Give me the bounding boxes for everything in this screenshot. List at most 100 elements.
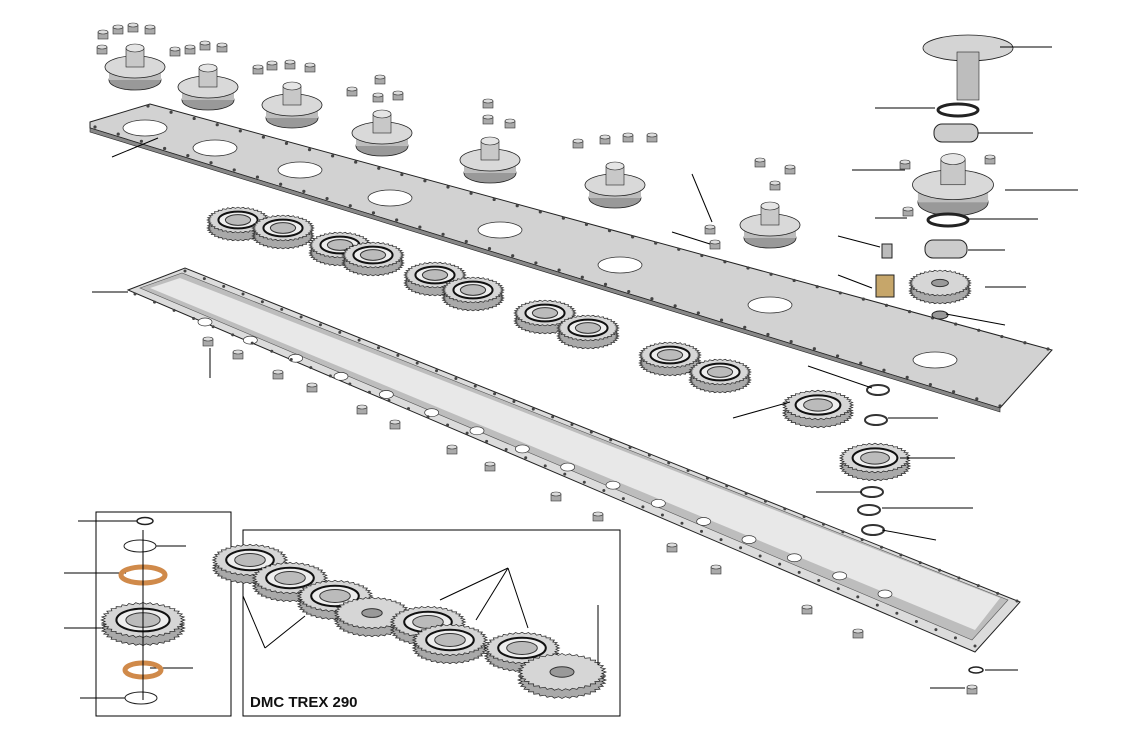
trough-bolt-hole [415, 361, 419, 365]
nut [232, 349, 244, 360]
plate-bolt-hole [469, 191, 473, 195]
plate-bolt-hole [859, 361, 863, 365]
leader-line [881, 529, 937, 541]
nut-top [306, 382, 318, 388]
nut [852, 628, 864, 639]
nut [202, 336, 214, 347]
plate-bolt-hole [723, 260, 727, 264]
trough-hole [650, 498, 666, 508]
nut-top [709, 239, 721, 245]
leader-line [111, 137, 159, 158]
nut [801, 604, 813, 615]
nut-top [112, 24, 124, 30]
plate-bolt-hole [395, 218, 399, 222]
plate-bolt-hole [93, 125, 97, 129]
nut-top [374, 74, 386, 80]
trough-bolt-hole [270, 349, 274, 353]
plate-bolt-hole [487, 247, 492, 251]
hub-assembly [739, 201, 801, 249]
plate-bolt-hole [423, 179, 427, 183]
plate-bolt-hole [302, 189, 306, 193]
leader-line [837, 235, 881, 248]
nut [284, 59, 296, 70]
bearing [933, 123, 979, 143]
nut-top [482, 114, 494, 120]
nut [704, 224, 716, 235]
nut [482, 98, 494, 109]
plate-bolt-hole [354, 160, 358, 164]
trough-bolt-hole [435, 369, 439, 373]
gear [403, 261, 467, 297]
trough-bolt-hole [763, 499, 767, 503]
nut [482, 114, 494, 125]
trough-bolt-hole [860, 538, 864, 542]
plate-bolt-hole [884, 303, 889, 307]
trough-hole [560, 462, 576, 472]
inset-gear [211, 543, 289, 585]
cutterbar-top-plate [89, 103, 1053, 409]
trough-bolt-hole [570, 422, 574, 426]
plate-bolt-hole [654, 241, 658, 245]
nut-top [482, 98, 494, 104]
hub-assembly [104, 43, 166, 91]
trough-bolt-hole [667, 461, 671, 465]
nut-top [216, 42, 228, 48]
plate-bolt-hole [561, 216, 565, 220]
trough-bolt-hole [289, 357, 293, 361]
bearing-bore [706, 366, 734, 378]
bearing-bore [326, 239, 354, 251]
plate-bolt-hole [146, 104, 150, 108]
nut-top [646, 132, 658, 138]
leader-line [439, 567, 509, 601]
trough-floor [150, 278, 1000, 630]
plate-bolt-hole [538, 210, 542, 214]
nut [769, 180, 781, 191]
trough-bolt-hole [348, 382, 352, 386]
trough-bolt-hole [153, 300, 157, 304]
bearing-bore [269, 222, 297, 234]
plate-bolt-hole [261, 135, 265, 139]
nut [572, 138, 584, 149]
nut-top [666, 542, 678, 548]
nut [389, 419, 401, 430]
trough-hole [242, 335, 258, 345]
leader-line [671, 231, 711, 245]
nut-top [356, 404, 368, 410]
trough-bolt-hole [183, 269, 187, 273]
trough-bolt-hole [406, 407, 410, 411]
trough-bolt-hole [918, 561, 922, 565]
bearing-bore [359, 249, 387, 261]
nut [622, 132, 634, 143]
plate-bolt-hole [789, 340, 793, 344]
trough-bolt-hole [563, 472, 567, 476]
plate-hole [912, 351, 958, 369]
nut-top [127, 22, 139, 28]
plate-bolt-hole [192, 116, 196, 121]
trough-bolt-hole [338, 330, 342, 334]
nut-top [784, 164, 796, 170]
plate-bolt-hole [1000, 334, 1004, 339]
trough-bolt-hole [328, 374, 332, 378]
plate-bolt-hole [743, 325, 747, 329]
drive-gear [908, 269, 972, 305]
plate-hole [477, 221, 523, 239]
plate-bolt-hole [238, 129, 242, 133]
trough-bolt-hole [485, 439, 489, 443]
nut [374, 74, 386, 85]
nut-top [232, 349, 244, 355]
trough-bolt-hole [609, 438, 613, 442]
trough-bolt-hole [192, 317, 196, 321]
trough-bolt-hole [621, 497, 625, 501]
trough-bolt-hole [376, 346, 380, 350]
gear [781, 389, 855, 429]
trough-bolt-hole [367, 390, 371, 394]
hub-assembly [177, 63, 239, 111]
detail-inset-box [95, 511, 232, 717]
trough-bolt-hole [725, 484, 729, 488]
plate-bolt-hole [511, 254, 515, 258]
trough-bolt-hole [426, 415, 430, 419]
nut-top [389, 419, 401, 425]
trough-bolt-hole [582, 480, 586, 484]
inset-gear [333, 596, 411, 638]
plate-bolt-hole [792, 278, 796, 283]
